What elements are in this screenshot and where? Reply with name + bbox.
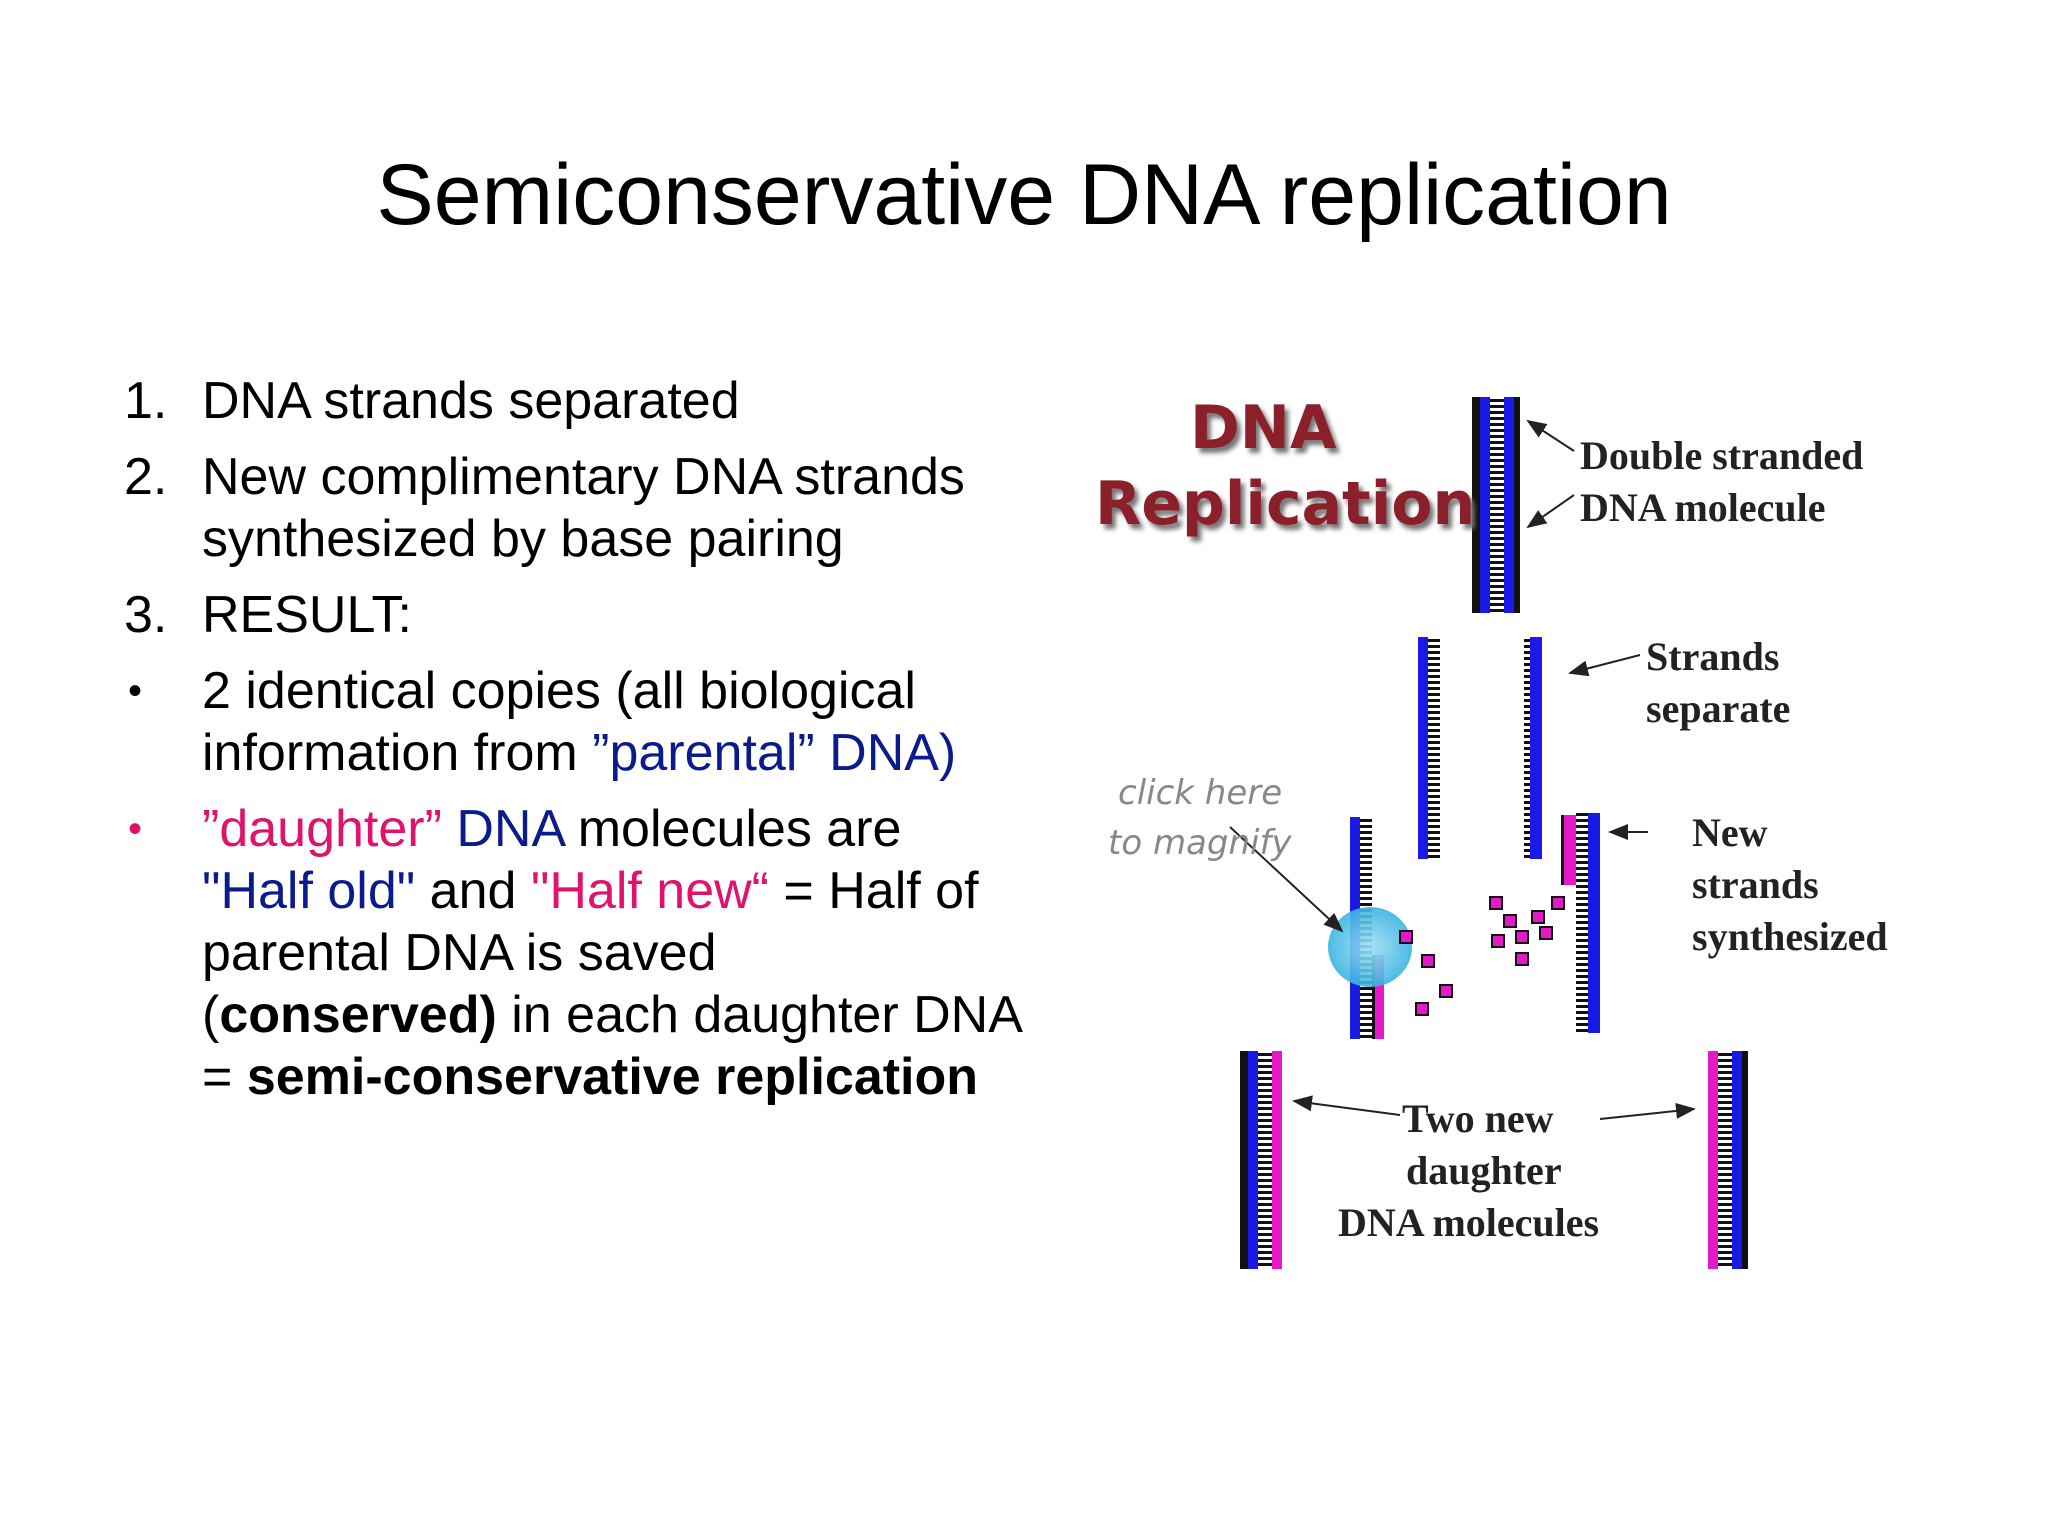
free-nucleotides [1399,896,1565,1016]
content-list: 1. DNA strands separated 2. New complime… [124,370,1024,1122]
click-hint-line-1[interactable]: click here [1118,773,1283,813]
list-item-1: 1. DNA strands separated [124,370,1024,432]
list-item-text: RESULT: [202,586,412,644]
list-item-2: 2. New complimentary DNA strands synthes… [124,446,1024,570]
list-item-text: New complimentary DNA strands synthesize… [202,448,965,568]
label-daughter: daughter [1406,1148,1562,1193]
bullet-marker: • [128,669,143,713]
list-number: 3. [124,586,168,644]
enzyme-blob [1328,907,1412,987]
bullet-item-2: • ”daughter” DNA molecules are "Half old… [124,798,1024,1108]
label-arrows [1229,419,1696,1120]
click-hint-line-2[interactable]: to magnify [1108,823,1292,863]
semi-conservative-term: semi-conservative replication [246,1048,979,1106]
label-double-stranded: Double stranded [1580,433,1864,478]
daughter-term: ”daughter” [202,800,442,858]
separated-strands [1418,637,1542,859]
bullet-text: and [415,862,531,920]
bullet-item-1: • 2 identical copies (all biological inf… [124,660,1024,784]
bullet-text: = Half of parental DNA is saved ( [202,862,979,1044]
label-dna-molecule: DNA molecule [1580,485,1826,530]
half-new-term: "Half new“ [530,862,769,920]
list-number: 1. [124,372,168,430]
daughter-molecule-right [1708,1051,1748,1269]
label-synthesized: synthesized [1692,914,1888,959]
label-separate: separate [1646,686,1791,731]
label-two-new: Two new [1402,1096,1554,1141]
figure-title-line-1: DNA [1190,393,1337,463]
dna-term: DNA [441,800,564,858]
list-item-3: 3. RESULT: [124,584,1024,646]
label-dna-molecules: DNA molecules [1338,1200,1600,1245]
half-old-term: "Half old" [202,862,416,920]
bullet-marker: • [128,807,143,851]
daughter-molecule-left [1240,1051,1282,1269]
list-item-text: DNA strands separated [202,372,740,430]
label-strands: Strands [1646,634,1780,679]
dna-diagram [1229,397,1748,1269]
conserved-term: conserved) [219,986,497,1044]
left-synthesizing-strand [1328,817,1412,1039]
double-stranded-dna [1472,397,1520,613]
parental-term: ”parental” DNA) [592,724,957,782]
list-number: 2. [124,448,168,506]
bullet-text: in each daughter DNA = [202,986,1021,1106]
slide-title: Semiconservative DNA replication [376,147,1672,243]
bullet-text: molecules are [563,800,902,858]
dna-replication-figure[interactable]: DNA Replication click here to magnify Do… [1080,375,1960,1295]
bullet-text: 2 identical copies (all biological infor… [202,662,916,782]
right-synthesizing-strand [1561,813,1600,1033]
label-strands-2: strands [1692,862,1819,907]
figure-title-line-2: Replication [1095,469,1476,539]
label-new: New [1692,810,1768,855]
